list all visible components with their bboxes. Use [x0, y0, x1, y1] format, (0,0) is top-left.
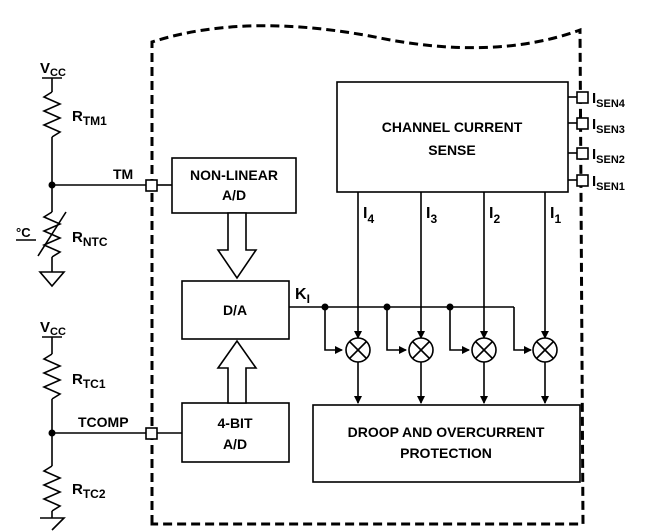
tcomp-network: [40, 336, 146, 531]
ki-label: K: [295, 286, 307, 303]
nonlinear-ad-label-1: NON-LINEAR: [190, 167, 278, 183]
multiplier-1: [532, 337, 558, 363]
i2-label: I: [489, 205, 493, 222]
channel-sense-label-1: CHANNEL CURRENT: [382, 119, 523, 135]
isen3-label: I: [592, 116, 596, 133]
i1-label: I: [550, 205, 554, 222]
resistor-rtc2: [42, 465, 62, 512]
fourbit-ad-block: [181, 402, 290, 463]
rtm1-label: R: [72, 108, 83, 125]
svg-text:I1: I1: [550, 205, 561, 226]
svg-text:RTC2: RTC2: [72, 481, 106, 501]
isen1-pin: [576, 174, 589, 187]
resistor-rtm1: [42, 91, 62, 138]
droop-label-2: PROTECTION: [400, 445, 492, 461]
isen2-label: I: [592, 146, 596, 163]
isen4-label: I: [592, 90, 596, 107]
da-block: [181, 280, 290, 340]
i4-label: I: [363, 205, 367, 222]
channel-sense-label-2: SENSE: [428, 142, 475, 158]
multiplier-4: [345, 337, 371, 363]
multiplier-2: [471, 337, 497, 363]
bus-arrow-up: [216, 339, 258, 404]
resistor-rtc1: [42, 353, 62, 400]
vcc-top-label: V: [40, 60, 50, 77]
svg-text:ISEN2: ISEN2: [592, 146, 625, 166]
ground-icon: [40, 517, 66, 531]
tcomp-pin: [145, 427, 158, 440]
droop-label-1: DROOP AND OVERCURRENT: [348, 424, 545, 440]
svg-text:I2: I2: [489, 205, 500, 226]
isen2-pin: [576, 147, 589, 160]
rntc-label: R: [72, 229, 83, 246]
vcc-bottom-label: V: [40, 319, 50, 336]
svg-text:ISEN3: ISEN3: [592, 116, 625, 136]
rtc1-label: R: [72, 371, 83, 388]
isen1-label: I: [592, 173, 596, 190]
ic-boundary: [150, 24, 585, 526]
svg-text:KI: KI: [295, 286, 310, 306]
fourbit-ad-label-2: A/D: [223, 436, 247, 452]
channel-sense-block: [336, 81, 569, 193]
svg-text:VCC: VCC: [40, 319, 66, 338]
tcomp-pin-label: TCOMP: [78, 414, 129, 430]
nonlinear-ad-label-2: A/D: [222, 187, 246, 203]
isen3-pin: [576, 117, 589, 130]
ground-icon: [38, 271, 66, 288]
tm-pin: [145, 179, 158, 192]
temperature-label: °C: [16, 225, 31, 240]
svg-text:I3: I3: [426, 205, 437, 226]
ntc-arrow-line: [37, 211, 67, 257]
tm-network: [16, 77, 146, 288]
rtc2-label: R: [72, 481, 83, 498]
svg-text:ISEN4: ISEN4: [592, 90, 626, 110]
svg-text:RTM1: RTM1: [72, 108, 107, 128]
fourbit-ad-label-1: 4-BIT: [218, 415, 253, 431]
droop-block: [312, 404, 581, 483]
svg-text:VCC: VCC: [40, 60, 66, 79]
i3-label: I: [426, 205, 430, 222]
svg-text:I4: I4: [363, 205, 374, 226]
svg-text:ISEN1: ISEN1: [592, 173, 625, 193]
bus-arrow-down: [216, 212, 258, 280]
da-label: D/A: [223, 302, 247, 318]
svg-text:RNTC: RNTC: [72, 229, 108, 249]
tm-pin-label: TM: [113, 166, 133, 182]
isen4-pin: [576, 91, 589, 104]
svg-text:RTC1: RTC1: [72, 371, 106, 391]
multiplier-3: [408, 337, 434, 363]
